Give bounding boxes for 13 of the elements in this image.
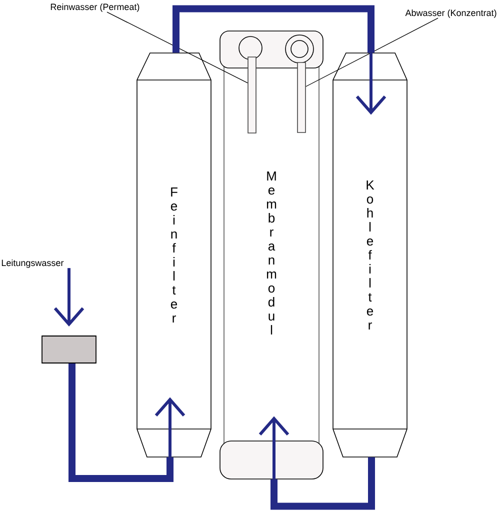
tube xyxy=(297,62,306,133)
text-label: Leitungswasser xyxy=(2,259,64,268)
leader-line xyxy=(306,18,438,87)
leader-line xyxy=(106,12,248,84)
pipe xyxy=(68,363,186,482)
tube xyxy=(248,56,256,134)
pipe xyxy=(258,416,375,510)
callout-label: Abwasser (Konzentrat) xyxy=(405,9,496,18)
filter-cartridge: Kohlefilter xyxy=(332,52,408,458)
pipe xyxy=(172,5,386,115)
filter-cartridge: Feinfilter xyxy=(136,52,212,458)
callout-label: Reinwasser (Permeat) xyxy=(50,3,140,12)
block xyxy=(42,336,96,364)
